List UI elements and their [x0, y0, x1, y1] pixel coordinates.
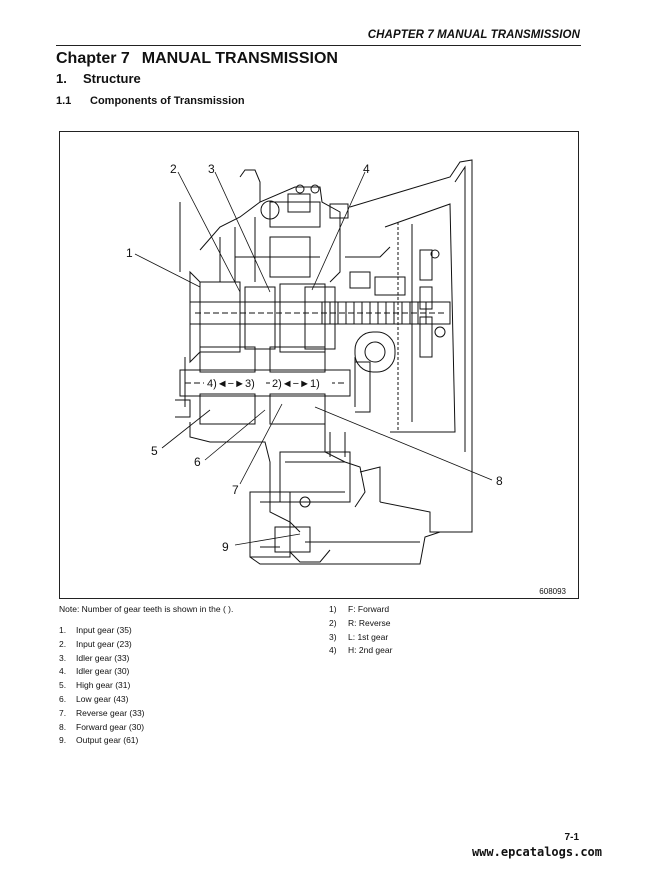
callout-3: 3: [208, 162, 215, 176]
transmission-figure: 1 2 3 4 5 6 7 8 9 4)◄−►3) 2)◄−►1) 608093: [59, 131, 579, 599]
direction-legend: 1)F: Forward 2)R: Reverse 3)L: 1st gear …: [329, 604, 392, 659]
list-item: 9.Output gear (61): [59, 735, 139, 746]
list-item: 2.Input gear (23): [59, 638, 132, 649]
page-number: 7-1: [564, 832, 579, 843]
list-item: 4.Idler gear (30): [59, 666, 130, 677]
legend-item: 2)R: Reverse: [329, 617, 391, 628]
header-rule: [56, 45, 581, 46]
subsection-number: 1.1: [56, 95, 72, 107]
legend-item: 3)L: 1st gear: [329, 631, 389, 642]
shaft-label-right: 2)◄−►1): [272, 378, 320, 390]
callout-6: 6: [194, 455, 201, 469]
subsection-name: Components of Transmission: [90, 95, 245, 107]
chapter-name: MANUAL TRANSMISSION: [141, 50, 338, 67]
parts-list: 1.Input gear (35) 2.Input gear (23) 3.Id…: [59, 625, 145, 749]
list-item: 8.Forward gear (30): [59, 721, 145, 732]
list-item: 1.Input gear (35): [59, 625, 132, 635]
chapter-title: Chapter 7 MANUAL TRANSMISSION: [56, 50, 338, 68]
shaft-label-left: 4)◄−►3): [207, 378, 255, 390]
figure-code: 608093: [539, 587, 566, 596]
section-title: 1. Structure: [56, 71, 141, 86]
section-number: 1.: [56, 71, 67, 86]
callout-labels: 1 2 3 4 5 6 7 8 9: [126, 162, 503, 554]
callout-4: 4: [363, 162, 370, 176]
figure-note: Note: Number of gear teeth is shown in t…: [59, 604, 234, 614]
section-name: Structure: [83, 71, 141, 86]
chapter-label: Chapter 7: [56, 50, 130, 67]
list-item: 5.High gear (31): [59, 680, 131, 691]
callout-5: 5: [151, 444, 158, 458]
callout-2: 2: [170, 162, 177, 176]
list-item: 3.Idler gear (33): [59, 652, 130, 663]
callout-9: 9: [222, 540, 229, 554]
running-head: CHAPTER 7 MANUAL TRANSMISSION: [367, 29, 580, 41]
list-item: 7.Reverse gear (33): [59, 707, 145, 718]
legend-item: 4)H: 2nd gear: [329, 645, 393, 656]
legend-item: 1)F: Forward: [329, 604, 390, 614]
callout-7: 7: [232, 483, 239, 497]
transmission-drawing: 1 2 3 4 5 6 7 8 9 4)◄−►3) 2)◄−►1): [126, 159, 503, 565]
watermark-link[interactable]: www.epcatalogs.com: [471, 845, 602, 859]
callout-1: 1: [126, 246, 133, 260]
subsection-title: 1.1 Components of Transmission: [56, 95, 245, 107]
leader-lines: [134, 171, 493, 546]
drawing-linework: [175, 159, 473, 565]
callout-8: 8: [496, 474, 503, 488]
shaft-labels: 4)◄−►3) 2)◄−►1): [204, 375, 332, 391]
list-item: 6.Low gear (43): [59, 693, 129, 704]
